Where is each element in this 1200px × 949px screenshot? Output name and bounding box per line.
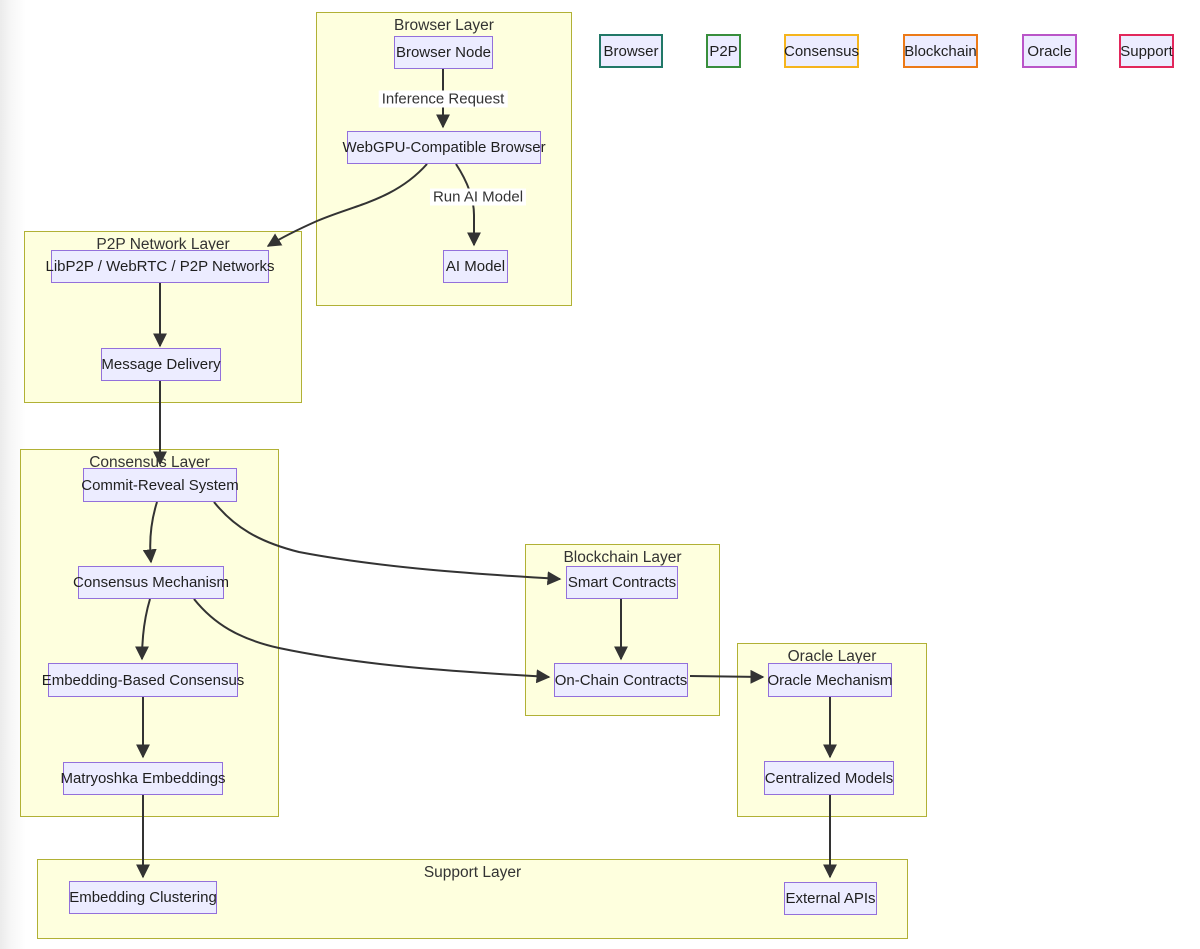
node-external-apis: External APIs <box>784 882 877 915</box>
layer-support-title: Support Layer <box>423 864 522 881</box>
node-matryoshka: Matryoshka Embeddings <box>60 762 226 795</box>
layer-p2p-title: P2P Network Layer <box>96 236 230 253</box>
legend-item-blockchain: Blockchain <box>903 34 978 68</box>
layer-oracle-title: Oracle Layer <box>787 648 877 665</box>
node-embedding-clustering: Embedding Clustering <box>69 881 217 914</box>
legend-item-p2p: P2P <box>706 34 741 68</box>
layer-blockchain-title: Blockchain Layer <box>563 549 682 566</box>
node-browser-node: Browser Node <box>394 36 493 69</box>
legend-item-consensus: Consensus <box>784 34 859 68</box>
legend-item-browser: Browser <box>599 34 663 68</box>
node-consensus-mechanism: Consensus Mechanism <box>73 566 229 599</box>
layer-browser-title: Browser Layer <box>394 17 494 34</box>
node-centralized-models: Centralized Models <box>764 761 894 795</box>
node-oracle-mechanism: Oracle Mechanism <box>767 663 893 697</box>
node-onchain-contracts: On-Chain Contracts <box>554 663 688 697</box>
node-libp2p: LibP2P / WebRTC / P2P Networks <box>46 250 275 283</box>
legend-item-support: Support <box>1119 34 1174 68</box>
node-ai-model: AI Model <box>443 250 508 283</box>
node-webgpu-browser: WebGPU-Compatible Browser <box>342 131 546 164</box>
legend-item-oracle: Oracle <box>1022 34 1077 68</box>
node-commit-reveal: Commit-Reveal System <box>81 468 239 502</box>
edge-label-run-ai-model: Run AI Model <box>429 188 527 206</box>
node-embedding-consensus: Embedding-Based Consensus <box>42 663 244 697</box>
node-message-delivery: Message Delivery <box>101 348 221 381</box>
edge-label-inference-request: Inference Request <box>378 90 508 108</box>
node-smart-contracts: Smart Contracts <box>566 566 678 599</box>
layer-consensus-title: Consensus Layer <box>89 454 210 471</box>
